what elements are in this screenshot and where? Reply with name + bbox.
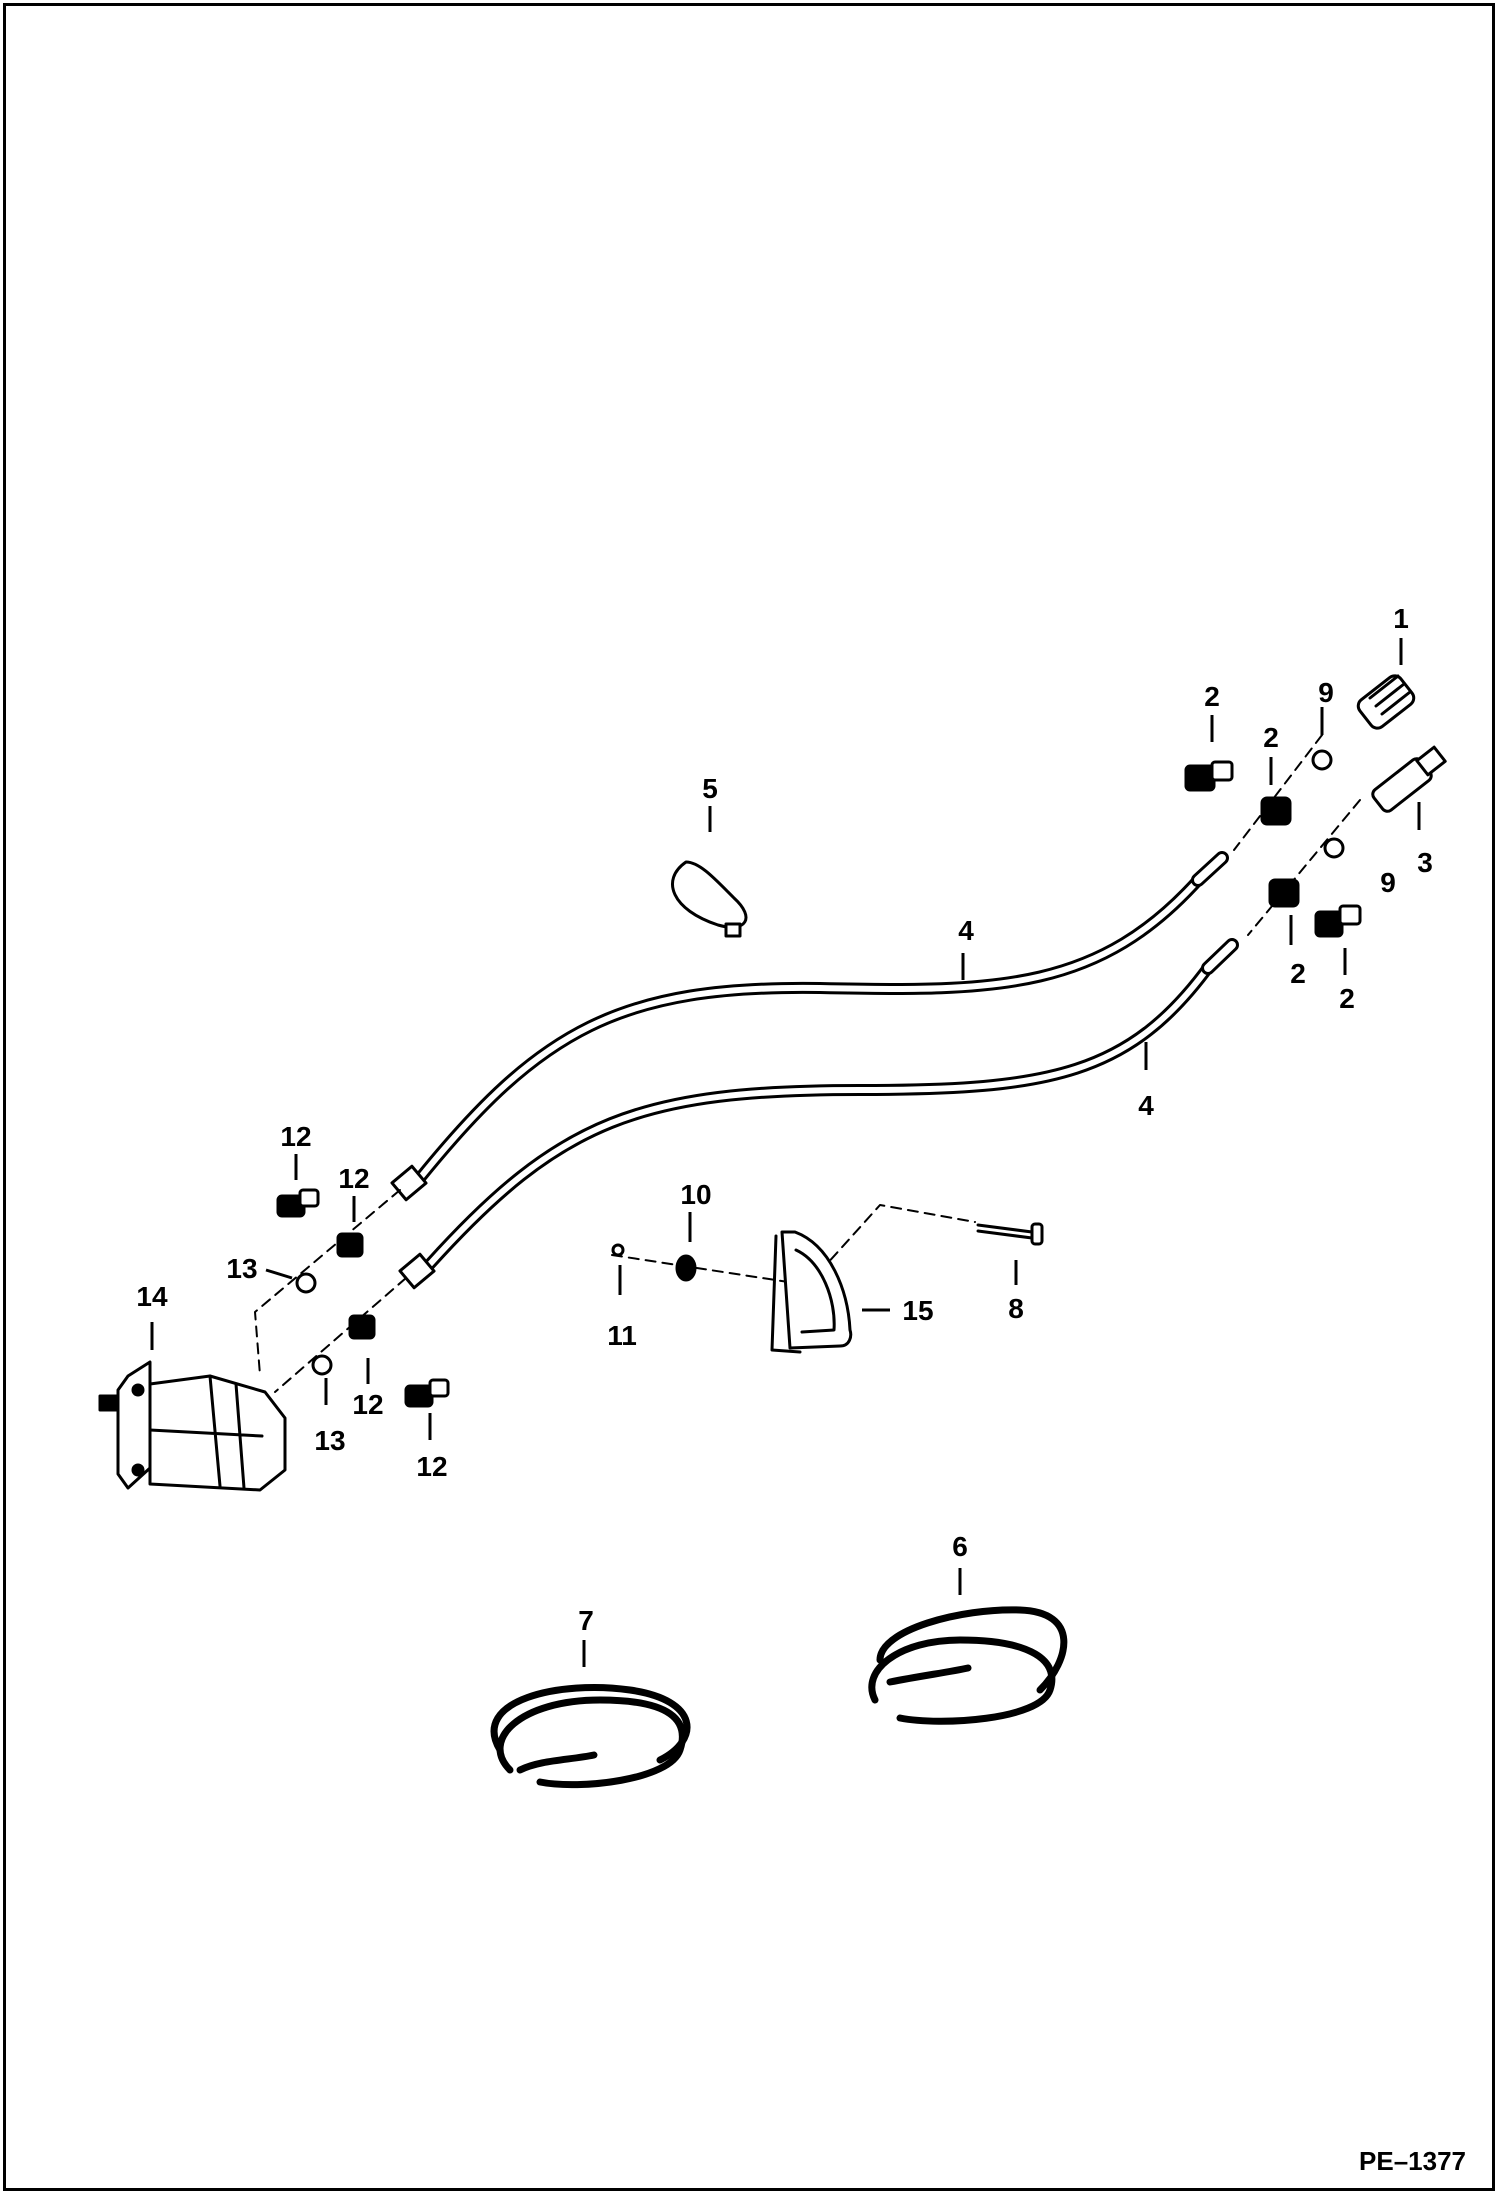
leader-lines xyxy=(150,638,1421,1667)
callout-8: 8 xyxy=(1008,1293,1024,1324)
o-ring-part-9-upper xyxy=(1311,749,1333,771)
nut-part-11 xyxy=(611,1243,625,1257)
fitting-part-2-d xyxy=(1314,904,1362,938)
tubing-coil-part-7 xyxy=(490,1684,691,1789)
callout-12: 12 xyxy=(352,1389,383,1420)
drawing-code: PE–1377 xyxy=(1359,2146,1466,2176)
callout-1: 1 xyxy=(1393,603,1409,634)
fitting-part-2-c xyxy=(1268,878,1300,908)
callout-3: 3 xyxy=(1417,847,1433,878)
hydraulic-motor-part-14 xyxy=(98,1360,287,1492)
callout-11: 11 xyxy=(607,1320,637,1351)
fitting-part-12-b xyxy=(336,1232,364,1258)
callout-5: 5 xyxy=(702,773,718,804)
assembly-lines xyxy=(254,734,1361,1393)
callout-14: 14 xyxy=(136,1281,168,1312)
fitting-part-2-b xyxy=(1260,796,1292,826)
callout-2: 2 xyxy=(1290,958,1306,989)
fitting-part-2-a xyxy=(1184,760,1234,792)
hose-lower xyxy=(424,938,1239,1270)
diagram-frame xyxy=(3,3,1495,2191)
handle-part-15 xyxy=(770,1230,853,1354)
callout-4: 4 xyxy=(958,915,974,946)
fitting-part-12-d xyxy=(404,1378,450,1408)
hose-upper xyxy=(414,851,1229,1184)
callout-4: 4 xyxy=(1138,1090,1154,1121)
callout-10: 10 xyxy=(680,1179,711,1210)
callout-12: 12 xyxy=(280,1121,311,1152)
callout-9: 9 xyxy=(1380,867,1396,898)
callout-12: 12 xyxy=(338,1163,369,1194)
callout-2: 2 xyxy=(1263,722,1279,753)
callout-labels: 1 2 2 2 2 3 4 4 5 6 7 8 9 9 10 11 12 12 … xyxy=(136,603,1432,1636)
washer-part-10 xyxy=(675,1254,697,1282)
o-ring-part-13-lower xyxy=(311,1354,333,1376)
fitting-part-12-c xyxy=(348,1314,376,1340)
o-ring-part-9-lower xyxy=(1323,837,1345,859)
callout-2: 2 xyxy=(1339,983,1355,1014)
fitting-part-12-a xyxy=(276,1188,320,1218)
coupler-part-3 xyxy=(1371,745,1447,813)
o-ring-part-13-upper xyxy=(295,1272,317,1294)
callout-9: 9 xyxy=(1318,677,1334,708)
callout-7: 7 xyxy=(578,1605,594,1636)
callout-12: 12 xyxy=(416,1451,447,1482)
bolt-part-8 xyxy=(976,1222,1044,1246)
fitting-part-1 xyxy=(1356,674,1416,730)
hose-end-fitting-lower xyxy=(398,1252,436,1290)
callout-6: 6 xyxy=(952,1531,968,1562)
tubing-coil-part-6 xyxy=(868,1606,1068,1725)
callout-13: 13 xyxy=(226,1253,257,1284)
callout-13: 13 xyxy=(314,1425,345,1456)
callout-2: 2 xyxy=(1204,681,1220,712)
callout-15: 15 xyxy=(902,1295,933,1326)
cable-tie-part-5 xyxy=(671,860,748,938)
